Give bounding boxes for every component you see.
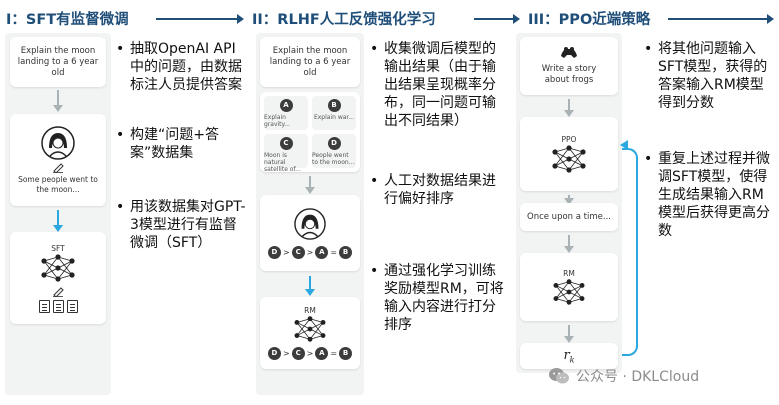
output-text: Once upon a time... xyxy=(527,212,611,222)
stage-3-output-card: Once upon a time... xyxy=(520,203,618,231)
stage-1-bullet-3: 用该数据集对GPT-3模型进行有监督微调（SFT） xyxy=(116,198,248,252)
network-icon xyxy=(294,316,326,342)
network-icon xyxy=(553,278,585,305)
option-c: C Moon is natural satellite of... xyxy=(264,134,308,173)
ranking-row: D> C> A= B xyxy=(267,245,353,259)
option-b: B Explain war... xyxy=(312,96,356,130)
prompt-text: Write a story about frogs xyxy=(541,64,597,85)
pencil-icon xyxy=(53,162,64,173)
stage-2-options-card: A Explain gravity... B Explain war... C … xyxy=(260,92,360,173)
option-d: D People went to the moon... xyxy=(312,134,356,168)
person-icon xyxy=(294,207,326,240)
person-icon xyxy=(41,125,75,160)
stage-2-bullet-1: 收集微调后模型的输出结果（由于输出结果呈现概率分布，同一问题可输出不同结果） xyxy=(370,40,506,130)
stage-2-title: II：RLHF人工反馈强化学习 xyxy=(252,12,436,28)
pencil-icon xyxy=(53,286,64,297)
stage-1-bullet-2: 构建“问题+答案”数据集 xyxy=(116,126,248,162)
flow-arrow-blue xyxy=(305,276,315,296)
stage-2-prompt-card: Explain the moon landing to a 6 year old xyxy=(260,37,360,87)
stage-1-bullets: 抽取OpenAI API中的问题，由数据标注人员提供答案 构建“问题+答案”数据… xyxy=(116,40,248,252)
prompt-text: Explain the moon landing to a 6 year old xyxy=(269,45,351,78)
stage-1-sft-card: SFT xyxy=(10,232,106,324)
stage-1-bullet-1: 抽取OpenAI API中的问题，由数据标注人员提供答案 xyxy=(116,40,248,94)
stage-3-rm-card: RM xyxy=(520,253,618,321)
prompt-text: Explain the moon landing to a 6 year old xyxy=(17,45,99,78)
stage-3-bullet-1: 将其他问题输入SFT模型，获得的答案输入RM模型得到分数 xyxy=(644,40,776,112)
stage-1-arrow xyxy=(156,14,244,24)
stage-3-title: III：PPO近端策略 xyxy=(528,12,651,28)
stage-3-reward-card: rk xyxy=(520,343,618,369)
network-icon xyxy=(41,253,75,282)
stage-3-arrow xyxy=(668,14,774,24)
wechat-icon xyxy=(549,368,569,384)
stage-3-bullets: 将其他问题输入SFT模型，获得的答案输入RM模型得到分数 重复上述过程并微调SF… xyxy=(644,40,776,240)
sft-label: SFT xyxy=(51,243,65,253)
rm-label: RM xyxy=(563,268,575,278)
feedback-loop-arrow xyxy=(622,148,638,356)
flow-arrow xyxy=(564,325,574,343)
flow-arrow-blue xyxy=(53,210,63,232)
documents-icon xyxy=(38,299,78,313)
ranking-row: D> C> A= B xyxy=(267,347,353,360)
flow-arrow xyxy=(564,235,574,253)
stage-1-demo-card: Some people went to the moon... xyxy=(10,114,106,206)
demo-text: Some people went to the moon... xyxy=(18,174,98,194)
feedback-loop-arrowhead xyxy=(620,140,628,150)
network-icon xyxy=(552,144,586,173)
reward-symbol: rk xyxy=(563,347,575,365)
rm-label: RM xyxy=(304,306,316,315)
ppo-label: PPO xyxy=(561,134,577,144)
stage-3-ppo-card: PPO xyxy=(520,117,618,191)
stage-2-bullet-3: 通过强化学习训练奖励模型RM，可将输入内容进行打分排序 xyxy=(370,262,506,334)
flow-arrow xyxy=(53,90,63,112)
watermark-text: 公众号 · DKLCloud xyxy=(576,369,700,385)
stage-2-bullet-2: 人工对数据结果进行偏好排序 xyxy=(370,172,506,208)
flow-arrow xyxy=(564,99,574,117)
stage-2-bullets: 收集微调后模型的输出结果（由于输出结果呈现概率分布，同一问题可输出不同结果） 人… xyxy=(370,40,506,334)
stage-2-rm-card: RM D> C> A= B xyxy=(260,297,360,369)
stage-1-prompt-card: Explain the moon landing to a 6 year old xyxy=(10,37,106,87)
watermark: 公众号 · DKLCloud xyxy=(548,366,699,386)
option-a: A Explain gravity... xyxy=(264,96,308,130)
stage-3-prompt-card: Write a story about frogs xyxy=(520,37,618,95)
stage-3-bullet-2: 重复上述过程并微调SFT模型，使得生成结果输入RM模型后获得更高分数 xyxy=(644,150,776,240)
flow-arrow xyxy=(305,176,315,194)
stage-2-ranking-card: D> C> A= B xyxy=(260,195,360,271)
stage-1-title: I：SFT有监督微调 xyxy=(6,12,129,28)
frog-icon xyxy=(561,47,577,58)
stage-2-arrow xyxy=(474,14,520,24)
flow-arrow xyxy=(564,195,574,205)
